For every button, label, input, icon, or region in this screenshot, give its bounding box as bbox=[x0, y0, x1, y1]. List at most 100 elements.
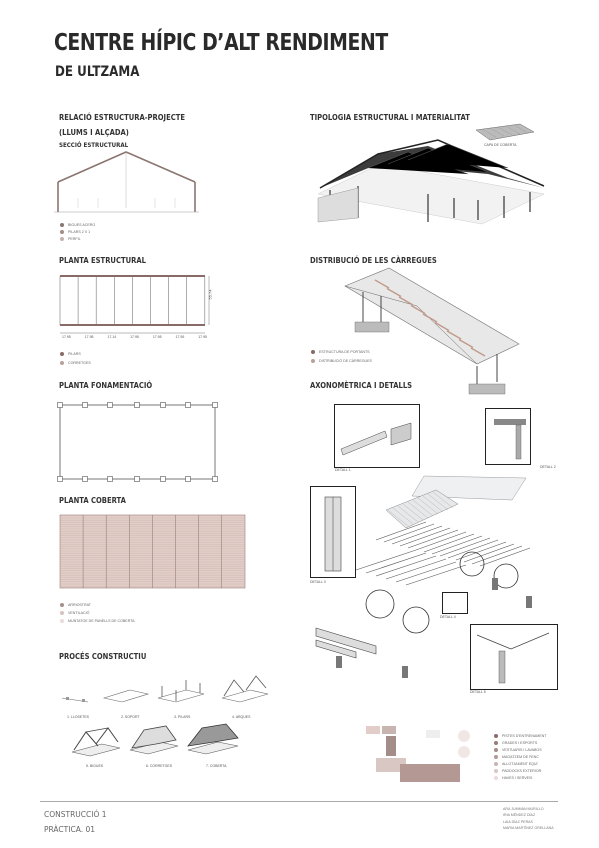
process-step-label: 3. PILARS bbox=[174, 715, 191, 719]
drawing-line bbox=[398, 296, 414, 306]
foundation-plan-drawing bbox=[57, 402, 218, 482]
foundation-pad bbox=[160, 476, 166, 482]
process-step-label: 6. CORRETGES bbox=[146, 764, 173, 768]
drawing-line bbox=[422, 495, 444, 513]
drawing-line bbox=[471, 545, 523, 565]
process-step-3-drawing bbox=[157, 680, 205, 703]
detail-label: DETALL 3 bbox=[310, 580, 326, 584]
drawing-line bbox=[412, 499, 434, 517]
plan-dim: 17.95 bbox=[62, 335, 71, 339]
process-step-label: 7. COBERTA bbox=[206, 764, 227, 768]
drawing-line bbox=[463, 543, 515, 563]
plan-dim: 17.95 bbox=[198, 335, 207, 339]
footer-divider bbox=[40, 801, 558, 802]
process-step-7-drawing bbox=[187, 723, 239, 755]
drawing-line bbox=[375, 521, 427, 541]
drawing-line bbox=[374, 279, 390, 289]
foundation-pad bbox=[160, 402, 166, 408]
exploded-axonometric-drawing bbox=[315, 475, 532, 678]
process-step-2-drawing bbox=[102, 689, 150, 703]
drawing-line bbox=[365, 552, 427, 574]
detail-label: DETALL 5 bbox=[470, 690, 486, 694]
foundation-pad bbox=[57, 476, 63, 482]
foundation-pad bbox=[107, 476, 113, 482]
drawing-line bbox=[355, 549, 417, 571]
site-program-thumbnail bbox=[366, 726, 470, 782]
drawing-line bbox=[432, 491, 454, 509]
section-title-axonometrica: AXONOMÈTRICA I DETALLS bbox=[310, 381, 413, 390]
detail-2-frame bbox=[485, 408, 531, 465]
authors-list: ARA JUMMAN MURILLO IRIA MÉNDEZ DÍAZ LAIA… bbox=[503, 806, 554, 831]
drawing-line bbox=[383, 523, 435, 543]
drawing-line bbox=[427, 493, 449, 511]
process-step-label: 4. ARQUES bbox=[232, 715, 251, 719]
structural-section-drawing bbox=[54, 151, 199, 213]
detail-3-frame bbox=[310, 486, 356, 578]
drawing-line bbox=[386, 287, 402, 298]
load-distribution-render bbox=[344, 267, 520, 395]
plan-dim-side: 55.74 bbox=[207, 289, 213, 300]
roof-plan-drawing bbox=[59, 514, 246, 589]
foundation-pad bbox=[107, 402, 113, 408]
process-step-label: 1. LLOSETES bbox=[67, 715, 89, 719]
detail-1-frame bbox=[334, 404, 420, 468]
drawing-line bbox=[402, 503, 424, 521]
foundation-pad bbox=[212, 476, 218, 482]
drawing-line bbox=[407, 501, 429, 519]
foundation-pad bbox=[185, 402, 191, 408]
drawing-line bbox=[431, 535, 483, 555]
detail-label: DETALL 4 bbox=[440, 615, 456, 619]
detail-5-frame bbox=[470, 624, 558, 690]
drawing-line bbox=[375, 555, 437, 577]
drawing-line bbox=[397, 505, 419, 523]
legend-planta: PILARS CORRETGES bbox=[60, 352, 91, 366]
page-title: CENTRE HÍPIC D’ALT RENDIMENT bbox=[54, 30, 388, 56]
drawing-line bbox=[422, 313, 438, 323]
foundation-pad bbox=[185, 476, 191, 482]
drawing-line bbox=[455, 541, 507, 561]
foundation-pad bbox=[134, 476, 140, 482]
plan-dim: 17.95 bbox=[84, 335, 94, 339]
section-title-coberta: PLANTA COBERTA bbox=[59, 496, 126, 505]
plan-dims-row: 17.95 17.95 17.14 17.95 17.95 17.95 17.9… bbox=[62, 335, 207, 339]
structural-plan-drawing bbox=[59, 275, 210, 334]
section-sub2-relacio: SECCIÓ ESTRUCTURAL bbox=[59, 141, 129, 149]
legend-distribucio: ESTRUCTURA DE PORTANTS DISTRIBUCIÓ DE CÀ… bbox=[311, 350, 372, 364]
drawing-line bbox=[410, 304, 426, 315]
roof-layer-tag: CAPA DE COBERTA bbox=[484, 143, 517, 147]
legend-coberta: ARRIOSTRAT VENTILACIÓ MUNTATGE DE PANELL… bbox=[60, 603, 135, 624]
legend-final: PISTES D'ENTRENAMENT GRADES I ESPORTS VE… bbox=[494, 734, 546, 781]
process-step-5-drawing bbox=[71, 727, 121, 757]
drawing-line bbox=[417, 497, 439, 515]
drawing-line bbox=[423, 533, 475, 553]
structural-typology-render bbox=[317, 139, 545, 225]
drawing-line bbox=[405, 564, 467, 586]
drawing-line bbox=[387, 509, 409, 527]
drawing-line bbox=[407, 529, 459, 549]
process-step-label: 5. BIGUES bbox=[86, 764, 104, 768]
footer-practice: PRÀCTICA. 01 bbox=[44, 825, 96, 834]
process-step-1-drawing bbox=[61, 697, 89, 703]
process-step-6-drawing bbox=[129, 725, 179, 755]
drawing-line bbox=[458, 338, 474, 349]
drawing-line bbox=[391, 525, 443, 545]
author: IRIA MÉNDEZ DÍAZ bbox=[503, 813, 536, 818]
process-step-4-drawing bbox=[221, 675, 269, 703]
detail-label: DETALL 1 bbox=[335, 468, 351, 472]
drawing-line bbox=[447, 539, 499, 559]
section-title-fonamentacio: PLANTA FONAMENTACIÓ bbox=[59, 381, 153, 390]
detail-4-frame bbox=[442, 592, 468, 614]
foundation-pad bbox=[82, 402, 88, 408]
drawing-line bbox=[446, 330, 462, 340]
footer-course: CONSTRUCCIÓ 1 bbox=[44, 810, 107, 819]
detail-label: DETALL 2 bbox=[540, 465, 556, 469]
drawing-line bbox=[399, 527, 451, 547]
plan-dim: 17.95 bbox=[175, 335, 185, 339]
section-title-relacio: RELACIÓ ESTRUCTURA-PROJECTE bbox=[59, 113, 186, 122]
foundation-pad bbox=[57, 402, 63, 408]
foundation-pad bbox=[212, 402, 218, 408]
foundation-pad bbox=[134, 402, 140, 408]
author: ARA JUMMAN MURILLO bbox=[503, 807, 544, 811]
drawing-line bbox=[395, 561, 457, 583]
drawing-line bbox=[479, 547, 531, 567]
